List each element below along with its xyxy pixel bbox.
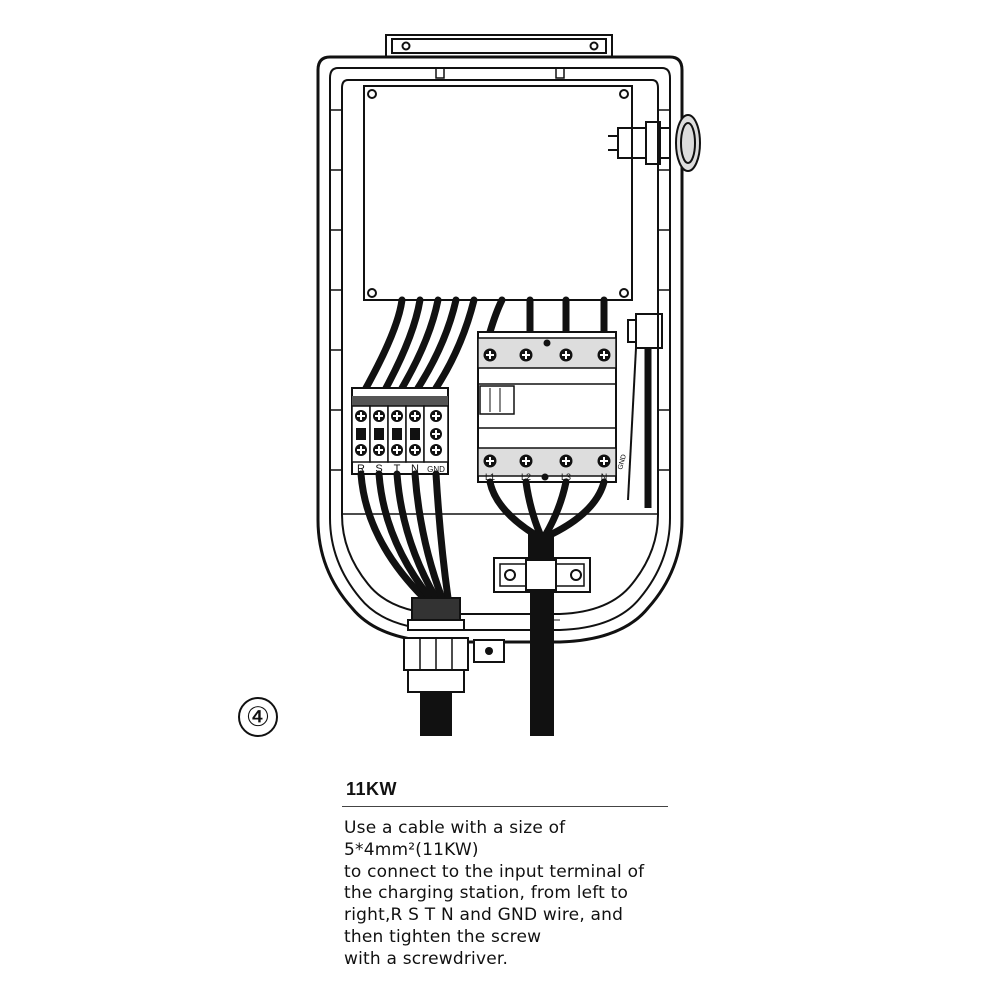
control-board [363, 85, 633, 301]
enclosure [316, 55, 684, 644]
instruction-line: Use a cable with a size of [344, 818, 566, 838]
cable-clamp [493, 557, 591, 593]
contactor-label-l1: L1 [485, 472, 495, 482]
step-number-badge: ④ [238, 697, 278, 737]
terminal-label-n: N [411, 463, 419, 475]
instruction-line: 5*4mm²(11KW) [344, 839, 479, 860]
instruction-text: Use a cable with a size of 5*4mm²(11KW) … [344, 818, 674, 971]
instruction-line: right,R S T N and GND wire, and [344, 905, 624, 926]
terminal-label-t: T [394, 463, 401, 475]
side-connector [608, 114, 701, 172]
power-rating-title: 11KW [346, 779, 398, 799]
main-cable-right [528, 534, 560, 736]
instruction-line: with a screwdriver. [344, 948, 509, 969]
input-wires-top [362, 296, 478, 392]
title-divider [342, 806, 668, 807]
ground-gland [627, 313, 663, 508]
contactor-label-l2: L2 [521, 472, 531, 482]
output-cables [486, 478, 608, 538]
mounting-bracket [385, 34, 613, 58]
wiring-diagram: R S T N GND [316, 34, 701, 736]
terminal-block: R S T N GND [351, 387, 449, 475]
contactor-wires-top [486, 296, 608, 336]
instruction-line: then tighten the screw [344, 926, 542, 947]
input-cables-bottom [357, 470, 452, 602]
cable-gland [403, 597, 505, 736]
instruction-line: to connect to the input terminal of [344, 861, 645, 882]
terminal-label-gnd: GND [427, 465, 445, 474]
contactor-label-n: N [601, 472, 608, 482]
contactor-label-l3: L3 [561, 472, 571, 482]
ground-tag: GND [617, 454, 628, 471]
instruction-line: the charging station, from left to [344, 883, 629, 904]
contactor: L1 L2 L3 N GND [477, 331, 628, 483]
terminal-label-s: S [375, 463, 382, 475]
terminal-label-r: R [357, 463, 365, 475]
